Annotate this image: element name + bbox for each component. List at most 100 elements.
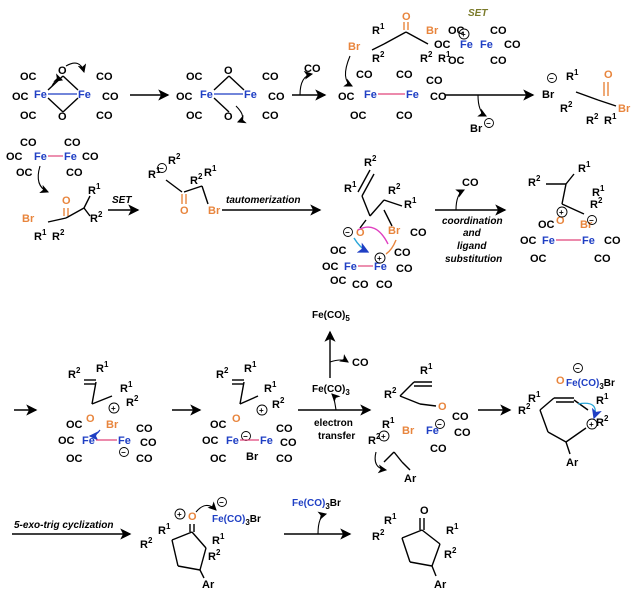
svg-text:+: + — [259, 406, 264, 415]
svg-text:Fe: Fe — [34, 89, 47, 101]
svg-text:CO: CO — [262, 71, 279, 83]
svg-text:OC: OC — [330, 275, 347, 287]
svg-text:O: O — [556, 375, 565, 387]
svg-text:R: R — [52, 231, 60, 243]
svg-text:2: 2 — [428, 50, 433, 59]
svg-text:Ar: Ar — [404, 473, 417, 485]
label-tautomerization: tautomerization — [226, 195, 300, 206]
svg-text:O: O — [188, 511, 197, 523]
svg-text:2: 2 — [536, 174, 541, 183]
svg-text:2: 2 — [224, 366, 229, 375]
fe-co3-intermediate: Fe(CO)3 — [312, 384, 350, 397]
svg-text:Br: Br — [542, 89, 555, 101]
svg-text:2: 2 — [568, 100, 573, 109]
svg-text:R: R — [528, 177, 536, 189]
svg-text:CO: CO — [352, 357, 369, 369]
svg-text:2: 2 — [392, 386, 397, 395]
svg-text:OC: OC — [16, 167, 33, 179]
svg-text:O: O — [356, 227, 365, 239]
svg-text:1: 1 — [600, 184, 605, 193]
svg-text:CO: CO — [136, 423, 153, 435]
fe2co9-opening-complex: Fe Fe OC OC OC CO CO CO O O — [176, 65, 285, 124]
svg-text:R: R — [438, 53, 446, 65]
svg-text:Br: Br — [470, 123, 483, 135]
svg-text:O: O — [180, 205, 189, 217]
svg-text:2: 2 — [176, 152, 181, 161]
svg-text:Fe: Fe — [118, 435, 131, 447]
svg-text:1: 1 — [96, 182, 101, 191]
svg-text:OC: OC — [66, 453, 83, 465]
svg-text:substitution: substitution — [445, 254, 502, 265]
svg-text:OC: OC — [448, 25, 465, 37]
svg-text:R: R — [518, 405, 526, 417]
svg-text:−: − — [589, 216, 594, 225]
svg-text:R: R — [372, 53, 380, 65]
svg-text:Fe(CO)3Br: Fe(CO)3Br — [212, 514, 261, 527]
svg-text:CO: CO — [462, 177, 479, 189]
svg-text:Fe: Fe — [406, 89, 419, 101]
svg-text:Fe: Fe — [200, 89, 213, 101]
svg-text:2: 2 — [198, 172, 203, 181]
svg-text:R: R — [158, 525, 166, 537]
svg-text:R: R — [420, 53, 428, 65]
svg-text:R: R — [68, 369, 76, 381]
svg-text:2: 2 — [594, 112, 599, 121]
fe2co8-cation: Fe Fe + OC OC OC CO CO CO — [434, 25, 521, 67]
svg-text:CO: CO — [394, 247, 411, 259]
svg-text:O: O — [58, 111, 67, 123]
svg-text:CO: CO — [504, 39, 521, 51]
svg-text:R: R — [168, 155, 176, 167]
svg-text:+: + — [559, 208, 564, 217]
svg-text:1: 1 — [586, 160, 591, 169]
svg-text:2: 2 — [452, 546, 457, 555]
svg-text:CO: CO — [604, 235, 621, 247]
svg-text:ligand: ligand — [457, 241, 487, 252]
svg-text:CO: CO — [594, 253, 611, 265]
svg-text:2: 2 — [598, 196, 603, 205]
svg-text:R: R — [372, 531, 380, 543]
svg-text:CO: CO — [396, 69, 413, 81]
svg-text:CO: CO — [276, 423, 293, 435]
svg-text:R: R — [528, 393, 536, 405]
svg-text:Fe: Fe — [82, 435, 95, 447]
svg-text:Fe: Fe — [344, 261, 357, 273]
svg-text:Fe: Fe — [374, 261, 387, 273]
svg-text:OC: OC — [12, 91, 29, 103]
svg-text:R: R — [372, 25, 380, 37]
svg-text:R: R — [244, 363, 252, 375]
svg-text:1: 1 — [212, 164, 217, 173]
svg-text:2: 2 — [76, 366, 81, 375]
svg-text:Br: Br — [388, 225, 401, 237]
svg-text:OC: OC — [530, 253, 547, 265]
svg-text:Fe: Fe — [364, 89, 377, 101]
fe-co5-byproduct: Fe(CO)5 — [312, 310, 350, 323]
svg-text:OC: OC — [322, 261, 339, 273]
svg-text:1: 1 — [380, 22, 385, 31]
svg-text:−: − — [549, 74, 554, 83]
svg-text:OC: OC — [202, 435, 219, 447]
svg-text:CO: CO — [276, 453, 293, 465]
svg-text:R: R — [444, 549, 452, 561]
svg-text:R: R — [586, 115, 594, 127]
svg-text:OC: OC — [330, 245, 347, 257]
svg-text:−: − — [437, 420, 442, 429]
svg-text:R: R — [420, 365, 428, 377]
fe2co9-complex: Fe Fe OC OC OC CO CO CO O O — [12, 62, 119, 123]
label-set-2: SET — [112, 195, 132, 206]
svg-text:R: R — [34, 231, 42, 243]
svg-text:Ar: Ar — [434, 579, 447, 591]
svg-text:1: 1 — [252, 360, 257, 369]
svg-text:R: R — [592, 187, 600, 199]
svg-text:R: R — [446, 525, 454, 537]
svg-text:OC: OC — [434, 39, 451, 51]
svg-text:CO: CO — [452, 411, 469, 423]
svg-text:R: R — [148, 169, 156, 181]
svg-text:CO: CO — [304, 63, 321, 75]
svg-text:Br: Br — [106, 419, 119, 431]
